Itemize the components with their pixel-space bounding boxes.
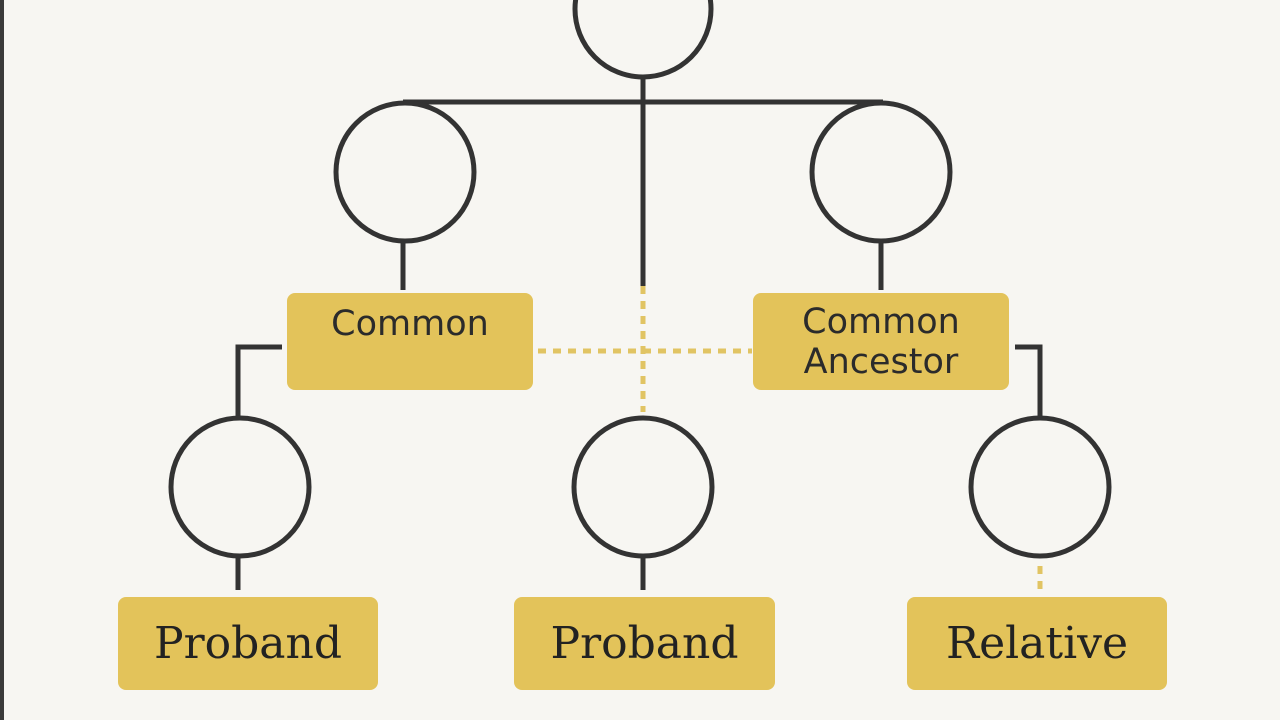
top-ancestor-circle (572, 0, 714, 80)
relative-box-right: Relative (907, 597, 1167, 690)
left-border (0, 0, 4, 720)
proband-box-left-label: Proband (153, 618, 343, 669)
left-box-to-child-line (235, 344, 282, 418)
proband-box-left: Proband (118, 597, 378, 690)
common-ancestor-box-line1: Common (802, 301, 960, 342)
left-child-circle (168, 415, 312, 559)
common-ancestor-box-line2: Ancestor (803, 341, 959, 382)
left-parent-circle (333, 100, 477, 244)
common-box-left-label: Common (331, 303, 489, 344)
common-ancestor-box-right: Common Ancestor (753, 293, 1009, 390)
right-parent-circle (809, 100, 953, 244)
center-child-circle (571, 415, 715, 559)
common-box-left: Common (287, 293, 533, 390)
relative-box-right-label: Relative (945, 618, 1129, 669)
proband-box-center-label: Proband (550, 618, 739, 669)
right-child-circle (968, 415, 1112, 559)
proband-box-center: Proband (514, 597, 775, 690)
right-box-to-child-line (1015, 344, 1043, 418)
